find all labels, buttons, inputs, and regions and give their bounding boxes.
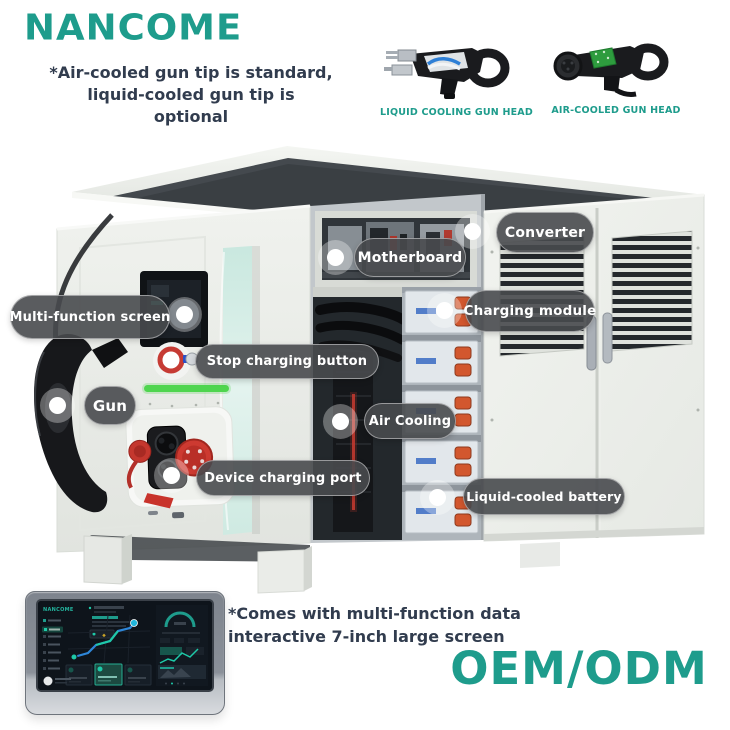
door-handle-right [602,312,613,364]
marker-converter [464,223,481,240]
air-cooled-gun-label: AIR-COOLED GUN HEAD [551,105,681,116]
header-note: *Air-cooled gun tip is standard, liquid-… [48,62,334,128]
footer-note: *Comes with multi-function data interact… [228,602,528,648]
user-avatar-icon [43,676,53,686]
marker-charging-module [436,302,453,319]
callout-motherboard: Motherboard [354,238,466,277]
callout-converter: Converter [496,212,594,253]
brand-logo: NANCOME [24,6,243,49]
seven-inch-screen-device: NANCOME [25,591,225,715]
callout-air-cooling: Air Cooling [364,403,456,439]
screen-brand: NANCOME [43,607,74,613]
device-screen: NANCOME [38,601,212,690]
vent-right [611,230,693,352]
callout-device-charging-port: Device charging port [196,460,370,496]
callout-charging-module: Charging module [464,290,596,332]
marker-device-charging-port [163,467,180,484]
led-strip [142,383,231,394]
footer-note-line2: interactive 7-inch large screen [228,627,505,646]
air-cooled-gun-image [553,43,669,97]
header-note-line1: *Air-cooled gun tip is standard, [49,63,333,82]
status-panel [156,605,208,686]
dashboard-preview: NANCOME [38,601,212,690]
sidebar-menu [42,619,63,670]
marker-motherboard [327,249,344,266]
map-area [67,614,151,664]
liquid-cooling-gun-image [384,48,510,99]
marker-multi-function-screen [176,306,193,323]
base-legs [83,534,560,594]
callout-gun: Gun [84,386,136,425]
figure-air-cooled-gun: AIR-COOLED GUN HEAD [546,36,686,116]
footer-note-line1: *Comes with multi-function data [228,604,521,623]
callout-stop-charging-button: Stop charging button [195,344,379,379]
header-note-line2: liquid-cooled gun tip is optional [87,85,295,126]
marker-gun [49,397,66,414]
marker-air-cooling [332,413,349,430]
callout-liquid-cooled-battery: Liquid-cooled battery [463,478,625,515]
figure-liquid-cooling-gun: LIQUID COOLING GUN HEAD [380,38,533,118]
air-cooling-column [333,352,373,532]
liquid-cooling-gun-label: LIQUID COOLING GUN HEAD [380,107,533,118]
callout-multi-function-screen: Multi-function screen [10,295,170,339]
oem-odm-title: OEM/ODM [450,642,708,695]
left-cabinet [56,204,311,553]
marker-liquid-cooled-battery [429,489,446,506]
bottom-cards [65,663,152,686]
